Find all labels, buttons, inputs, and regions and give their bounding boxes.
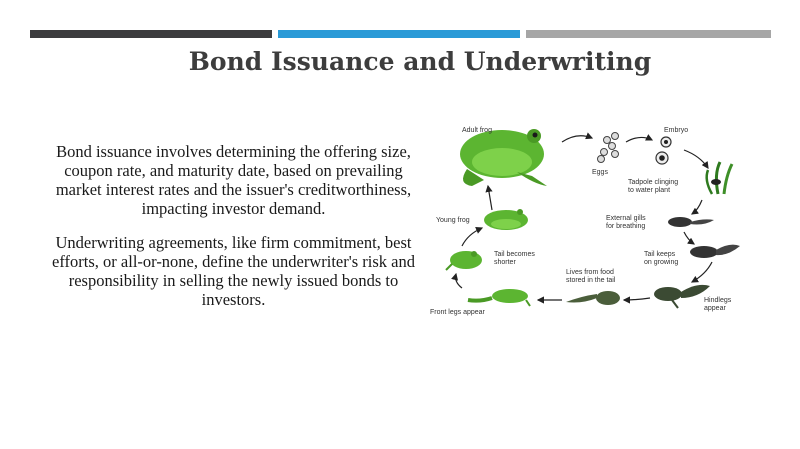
label-tail-keeps-2: on growing: [644, 259, 678, 266]
accent-bar-gray: [526, 30, 771, 38]
label-lives-food-2: stored in the tail: [566, 277, 616, 284]
eggs-illustration: [597, 132, 619, 163]
label-embryo: Embryo: [664, 127, 688, 134]
label-external-gills-2: for breathing: [606, 223, 645, 230]
adult-frog-illustration: [460, 129, 547, 186]
label-tail-shorter-2: shorter: [494, 259, 516, 266]
label-tadpole-clinging-1: Tadpole clinging: [628, 179, 678, 186]
young-frog-illustration: [484, 209, 528, 230]
cycle-arrows: [451, 132, 713, 304]
label-tail-keeps-1: Tail keeps: [644, 251, 676, 258]
froglet-front-legs-illustration: [467, 289, 531, 307]
accent-bar-blue: [278, 30, 520, 38]
accent-bar-dark: [30, 30, 272, 38]
label-external-gills-1: External gills: [606, 215, 646, 222]
label-adult-frog: Adult frog: [462, 127, 492, 134]
label-tail-shorter-1: Tail becomes: [494, 251, 535, 258]
tadpole-with-legs-illustration: [566, 291, 620, 305]
water-plant-illustration: [705, 161, 734, 195]
label-tadpole-clinging-2: to water plant: [628, 187, 670, 194]
tadpole-hindlegs-illustration: [654, 284, 710, 309]
frog-life-cycle-diagram: Adult frog Eggs Embryo Tadpole clinging …: [430, 127, 740, 316]
label-front-legs: Front legs appear: [430, 309, 486, 316]
label-young-frog: Young frog: [436, 217, 470, 224]
paragraph-underwriting: Underwriting agreements, like firm commi…: [52, 233, 415, 309]
label-lives-food-1: Lives from food: [566, 269, 614, 276]
tadpole-gills-illustration: [668, 217, 714, 227]
label-hindlegs-1: Hindlegs: [704, 297, 732, 304]
label-eggs: Eggs: [592, 169, 608, 176]
embryo-illustration: [655, 136, 672, 165]
label-hindlegs-2: appear: [704, 305, 726, 312]
paragraph-issuance: Bond issuance involves determining the o…: [55, 142, 412, 218]
froglet-short-tail-illustration: [445, 251, 482, 271]
tadpole-growing-illustration: [690, 244, 740, 258]
slide-title: Bond Issuance and Underwriting: [188, 47, 652, 76]
